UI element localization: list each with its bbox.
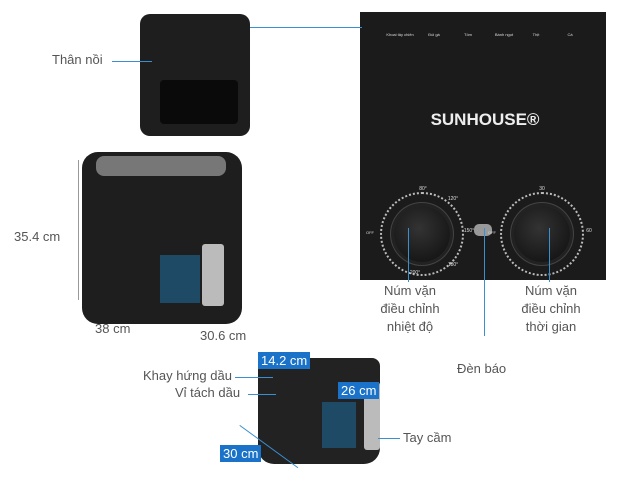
dim-width: 30.6 cm — [200, 328, 247, 343]
fryer-handle — [202, 244, 224, 306]
basket-sticker — [322, 402, 356, 448]
preset-fries: Khoai tây chiên — [386, 32, 414, 37]
dim-depth: 38 cm — [95, 321, 131, 336]
dim-basket-length: 30 cm — [220, 445, 262, 462]
label-time-knob: Núm vặn điều chỉnh thời gian — [518, 282, 584, 336]
indicator-light — [474, 224, 492, 236]
preset-meat: Thịt — [532, 32, 540, 37]
time-mark-30: 30 — [539, 186, 545, 192]
preset-shrimp: Tôm — [464, 32, 472, 37]
dim-basket-width: 26 cm — [338, 382, 380, 399]
preset-chicken: Đùi gà — [428, 32, 440, 37]
brand-logo: SUNHOUSE® — [430, 110, 540, 129]
time-knob[interactable] — [514, 206, 570, 262]
time-label-line2: điều chỉnh — [521, 301, 581, 316]
fryer-window — [160, 80, 238, 124]
temp-mark-80: 80° — [419, 186, 427, 192]
label-temp-knob: Núm vặn điều chỉnh nhiệt độ — [378, 282, 442, 336]
temp-mark-150: 150° — [463, 228, 475, 234]
label-indicator: Đèn báo — [457, 361, 507, 376]
temp-label-line2: điều chỉnh — [380, 301, 440, 316]
dim-basket-height: 14.2 cm — [258, 352, 311, 369]
temp-off-mark: OFF — [366, 230, 374, 235]
label-body: Thân nồi — [52, 52, 103, 67]
temp-mark-180: 180° — [447, 262, 459, 268]
basket-handle — [364, 382, 380, 450]
time-label-line3: thời gian — [525, 319, 577, 334]
control-panel: Khoai tây chiên Đùi gà Tôm Bánh ngọt Thị… — [360, 12, 606, 280]
time-off-mark: OFF — [488, 230, 496, 235]
temp-label-line3: nhiệt độ — [386, 319, 434, 334]
fryer-lid — [96, 156, 226, 176]
basket-image — [258, 358, 380, 464]
temperature-knob[interactable] — [394, 206, 450, 262]
temp-mark-120: 120° — [447, 196, 459, 202]
label-handle: Tay cầm — [403, 430, 452, 445]
label-drip-tray: Khay hứng dầu — [143, 368, 232, 383]
fryer-label-sticker — [160, 255, 200, 303]
time-label-line1: Núm vặn — [524, 283, 578, 298]
time-mark-60: 60 — [586, 228, 592, 234]
label-oil-rack: Vỉ tách dầu — [175, 385, 241, 400]
preset-cake: Bánh ngọt — [494, 32, 514, 37]
temp-mark-200: 200° — [409, 270, 421, 276]
dim-height: 35.4 cm — [14, 229, 61, 244]
temp-label-line1: Núm vặn — [383, 283, 437, 298]
preset-fish: Cá — [567, 32, 573, 37]
